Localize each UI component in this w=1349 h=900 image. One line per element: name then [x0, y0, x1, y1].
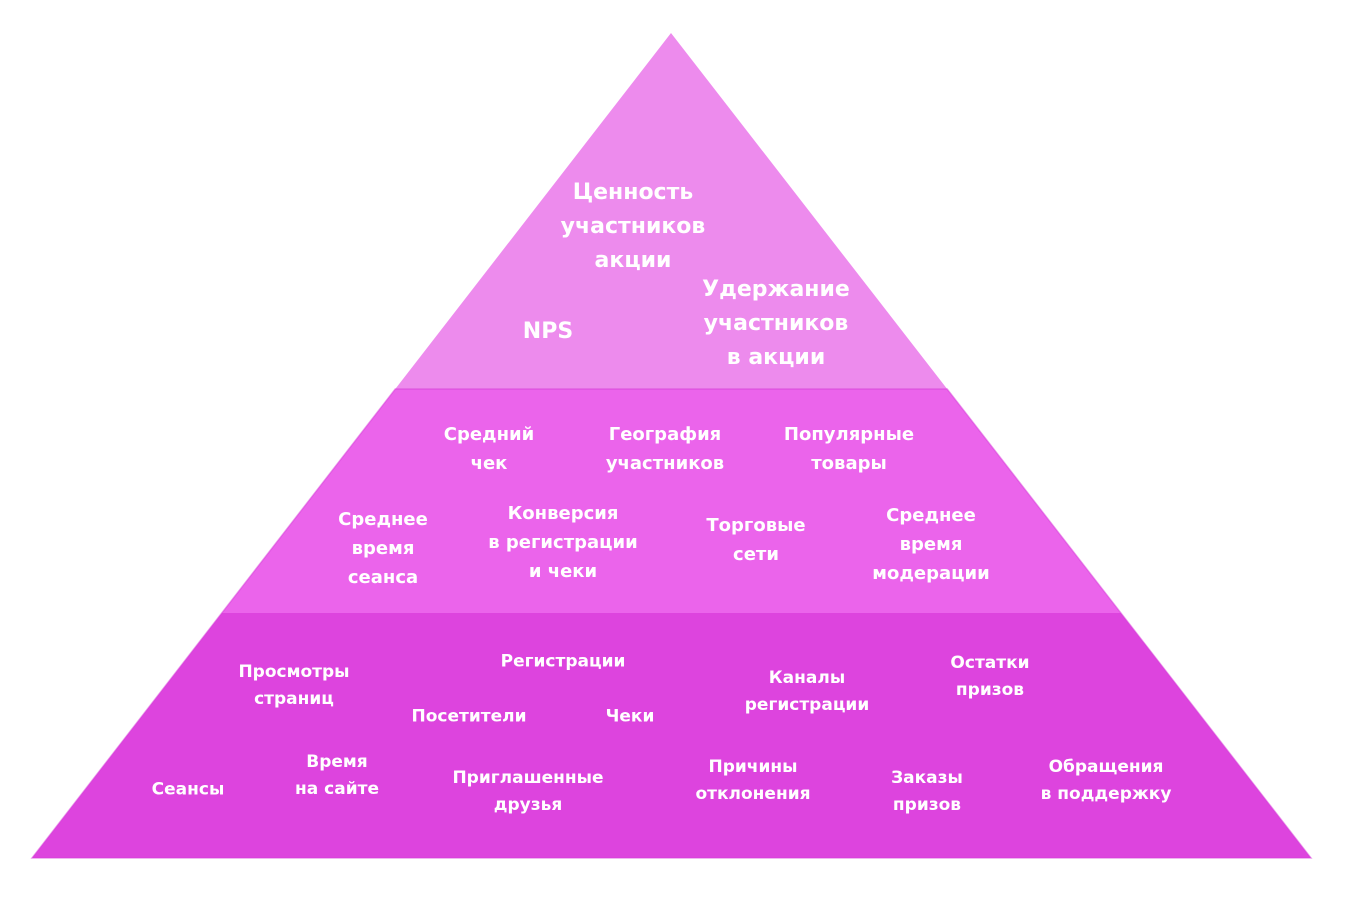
- label-average-moderation-time: Среднее время модерации: [872, 504, 990, 584]
- label-checks: Чеки: [605, 706, 655, 727]
- label-retail-chains: Торговые сети: [706, 515, 806, 565]
- pyramid-tier-bottom: [32, 613, 1311, 858]
- pyramid-tier-middle: [221, 389, 1121, 613]
- label-support-requests: Обращения в поддержку: [1040, 756, 1172, 804]
- label-nps: NPS: [522, 318, 574, 344]
- label-popular-products: Популярные товары: [783, 424, 915, 474]
- label-sessions: Сеансы: [151, 779, 225, 800]
- label-average-session-time: Среднее время сеанса: [338, 508, 428, 588]
- label-registrations: Регистрации: [500, 651, 626, 672]
- label-participant-retention: Удержание участников в акции: [702, 276, 850, 371]
- label-invited-friends: Приглашенные друзья: [452, 767, 604, 815]
- label-participant-value: Ценность участников акции: [560, 179, 706, 274]
- pyramid-outline: [30, 388, 1313, 859]
- label-average-check: Средний чек: [443, 424, 535, 474]
- label-conversion: Конверсия в регистрации и чеки: [488, 502, 638, 582]
- label-prize-stock: Остатки призов: [950, 652, 1030, 700]
- label-visitors: Посетители: [411, 706, 527, 727]
- label-participant-geography: География участников: [605, 424, 725, 474]
- label-rejection-reasons: Причины отклонения: [695, 756, 811, 804]
- label-time-on-site: Время на сайте: [295, 751, 379, 799]
- label-registration-channels: Каналы регистрации: [744, 667, 870, 715]
- pyramid-tier-top: [395, 33, 948, 389]
- label-prize-orders: Заказы призов: [891, 767, 963, 815]
- label-page-views: Просмотры страниц: [238, 661, 350, 709]
